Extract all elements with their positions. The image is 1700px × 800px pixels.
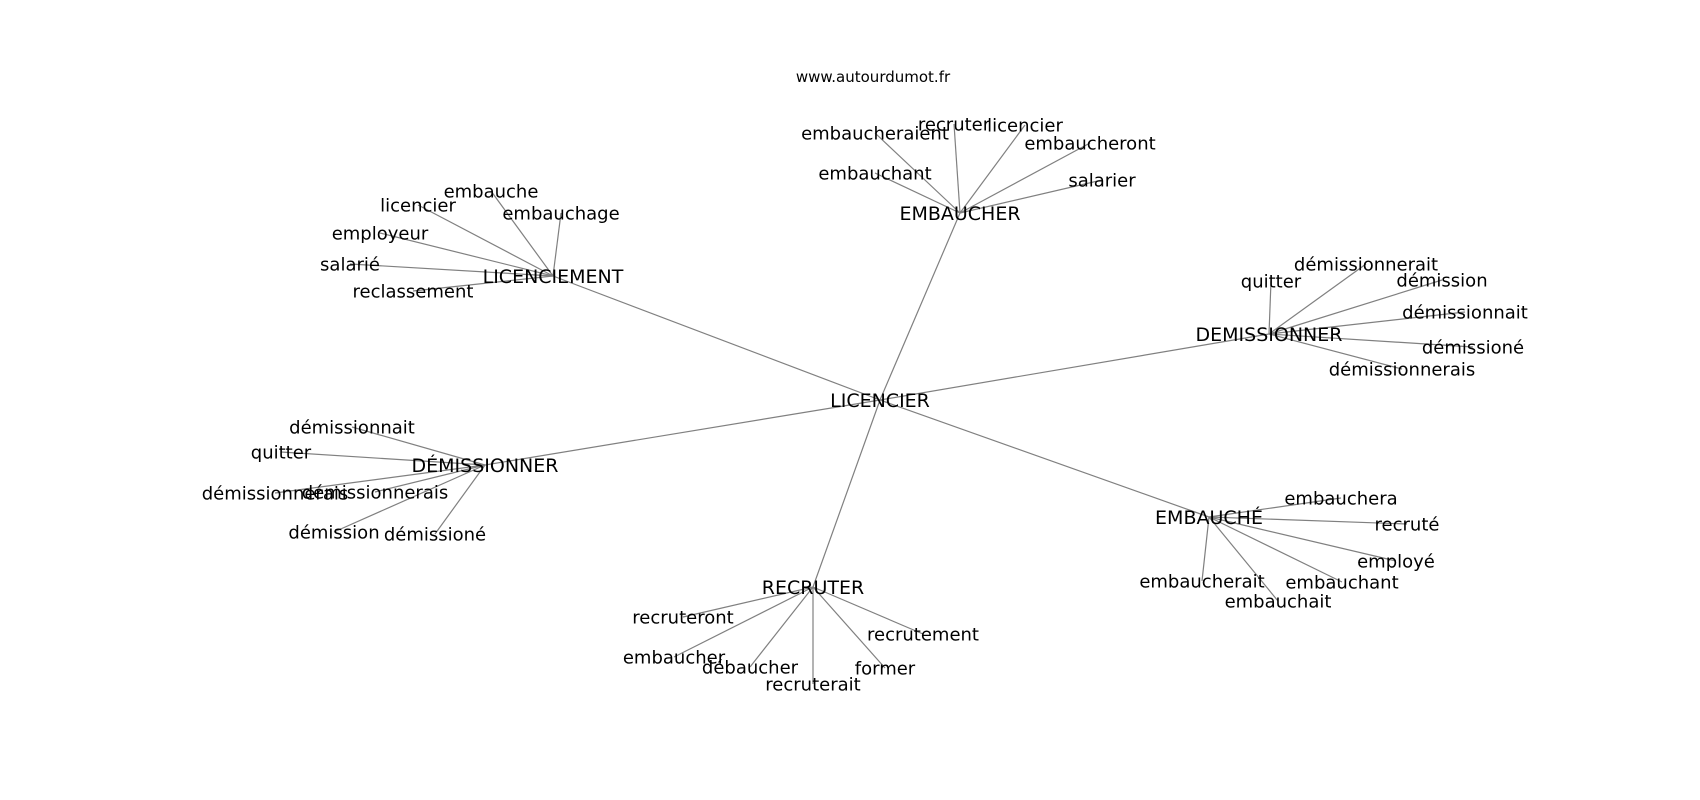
leaf-word-embauche-3: embauchant xyxy=(1285,572,1398,593)
leaf-word-licenciement-5: reclassement xyxy=(353,281,474,302)
edge-recruter-3 xyxy=(749,586,814,668)
leaf-word-recruter-5: recruterait xyxy=(765,674,860,695)
edge-licenciement-3 xyxy=(379,232,554,277)
edge-licenciement-0 xyxy=(490,190,554,277)
hub-node-embaucher: EMBAUCHER xyxy=(899,203,1020,225)
edge-embauche-1 xyxy=(1208,516,1408,525)
edge-center-licenciement xyxy=(552,275,881,401)
edge-embaucher-2 xyxy=(959,124,1026,214)
edge-embaucher-4 xyxy=(874,172,961,214)
leaf-word-licenciement-2: embauchage xyxy=(502,203,619,224)
edge-embauche-3 xyxy=(1208,516,1343,583)
hub-node-recruter: RECRUTER xyxy=(762,577,864,599)
leaf-word-demissionner-accent-4: démission xyxy=(288,522,379,543)
leaf-word-embaucher-0: embaucheraient xyxy=(801,123,949,144)
edge-licenciement-4 xyxy=(349,263,554,277)
edge-demissionner-accent-5 xyxy=(434,464,486,535)
leaf-word-licenciement-4: salarié xyxy=(320,254,380,275)
leaf-word-recruter-2: embaucher xyxy=(623,647,726,668)
leaf-word-recruter-1: recrutement xyxy=(867,624,979,645)
leaf-word-demissionner-upper-4: démissioné xyxy=(1422,337,1524,358)
hub-node-demissionner-accent: DÉMISSIONNER xyxy=(412,454,559,477)
edge-demissionner-accent-0 xyxy=(351,426,486,466)
leaf-word-demissionner-accent-5: démissioné xyxy=(384,524,486,545)
leaf-word-demissionner-upper-0: démissionnerait xyxy=(1294,254,1438,275)
edge-embauche-0 xyxy=(1208,497,1342,518)
leaf-word-embaucher-2: licencier xyxy=(987,115,1063,136)
edge-licenciement-5 xyxy=(412,275,554,292)
edge-demissionner-upper-1 xyxy=(1268,280,1272,335)
edge-center-demissionner-accent xyxy=(484,399,881,466)
edge-licenciement-1 xyxy=(417,204,554,277)
leaf-word-demissionner-accent-2: démissionnerais xyxy=(202,483,349,504)
edges-layer xyxy=(274,123,1474,684)
edge-embauche-2 xyxy=(1208,516,1397,562)
hub-node-demissionner-upper: DEMISSIONNER xyxy=(1196,324,1343,346)
leaf-word-embauche-2: employé xyxy=(1357,551,1435,572)
leaf-word-demissionner-upper-3: démissionnait xyxy=(1402,302,1528,323)
edge-demissionner-upper-2 xyxy=(1268,279,1443,335)
leaf-word-demissionner-accent-3: démissionnerais xyxy=(302,482,449,503)
labels-layer: www.autourdumot.fr embaucheraientrecrute… xyxy=(202,68,1528,695)
hub-node-embauche: EMBAUCHÉ xyxy=(1155,506,1263,529)
edge-demissionner-accent-1 xyxy=(280,451,486,466)
leaf-word-embaucher-5: salarier xyxy=(1068,170,1136,191)
leaf-word-embauche-1: recruté xyxy=(1375,514,1440,535)
edge-center-demissionner-upper xyxy=(879,333,1270,401)
leaf-word-embaucher-4: embauchant xyxy=(818,163,931,184)
hub-node-licenciement: LICENCIEMENT xyxy=(483,266,624,288)
edge-recruter-0 xyxy=(682,586,814,618)
leaf-word-demissionner-upper-2: démission xyxy=(1396,270,1487,291)
edge-demissionner-accent-4 xyxy=(333,464,486,533)
edge-demissionner-upper-5 xyxy=(1268,333,1403,370)
edge-embaucher-3 xyxy=(959,142,1091,214)
edge-center-embauche xyxy=(879,399,1210,518)
edge-center-embaucher xyxy=(879,212,961,401)
leaf-word-embaucher-1: recruter xyxy=(918,114,991,135)
edge-demissionner-upper-4 xyxy=(1268,333,1474,348)
leaf-word-recruter-4: former xyxy=(855,658,916,679)
leaf-word-demissionner-upper-5: démissionnerais xyxy=(1329,359,1476,380)
leaf-word-embauche-0: embauchera xyxy=(1284,488,1397,509)
edge-demissionner-upper-3 xyxy=(1268,311,1466,335)
edge-embaucher-1 xyxy=(953,123,961,214)
leaf-word-recruter-3: débaucher xyxy=(702,657,799,678)
leaf-word-licenciement-0: embauche xyxy=(444,181,539,202)
leaf-word-embauche-5: embauchait xyxy=(1225,591,1332,612)
leaf-word-demissionner-accent-1: quitter xyxy=(251,442,312,463)
leaf-word-recruter-0: recruteront xyxy=(632,607,733,628)
edge-embauche-5 xyxy=(1208,516,1279,602)
edge-embaucher-5 xyxy=(959,179,1103,214)
leaf-word-embauche-4: embaucherait xyxy=(1139,571,1264,592)
leaf-word-licenciement-1: licencier xyxy=(380,195,456,216)
leaf-word-demissionner-upper-1: quitter xyxy=(1241,271,1302,292)
leaf-word-embaucher-3: embaucheront xyxy=(1024,133,1155,154)
leaf-word-licenciement-3: employeur xyxy=(332,223,429,244)
edge-center-recruter xyxy=(812,399,881,588)
source-label: www.autourdumot.fr xyxy=(796,68,951,86)
edge-recruter-4 xyxy=(812,586,886,669)
center-node: LICENCIER xyxy=(830,390,930,412)
edge-demissionner-upper-0 xyxy=(1268,263,1367,335)
edge-licenciement-2 xyxy=(552,212,562,277)
leaf-word-demissionner-accent-0: démissionnait xyxy=(289,417,415,438)
edge-embauche-4 xyxy=(1201,516,1210,582)
edge-recruter-1 xyxy=(812,586,924,635)
edge-demissionner-accent-3 xyxy=(374,464,486,493)
edge-embaucher-0 xyxy=(874,132,961,214)
edge-demissionner-accent-2 xyxy=(274,464,486,494)
edge-recruter-2 xyxy=(673,586,814,658)
